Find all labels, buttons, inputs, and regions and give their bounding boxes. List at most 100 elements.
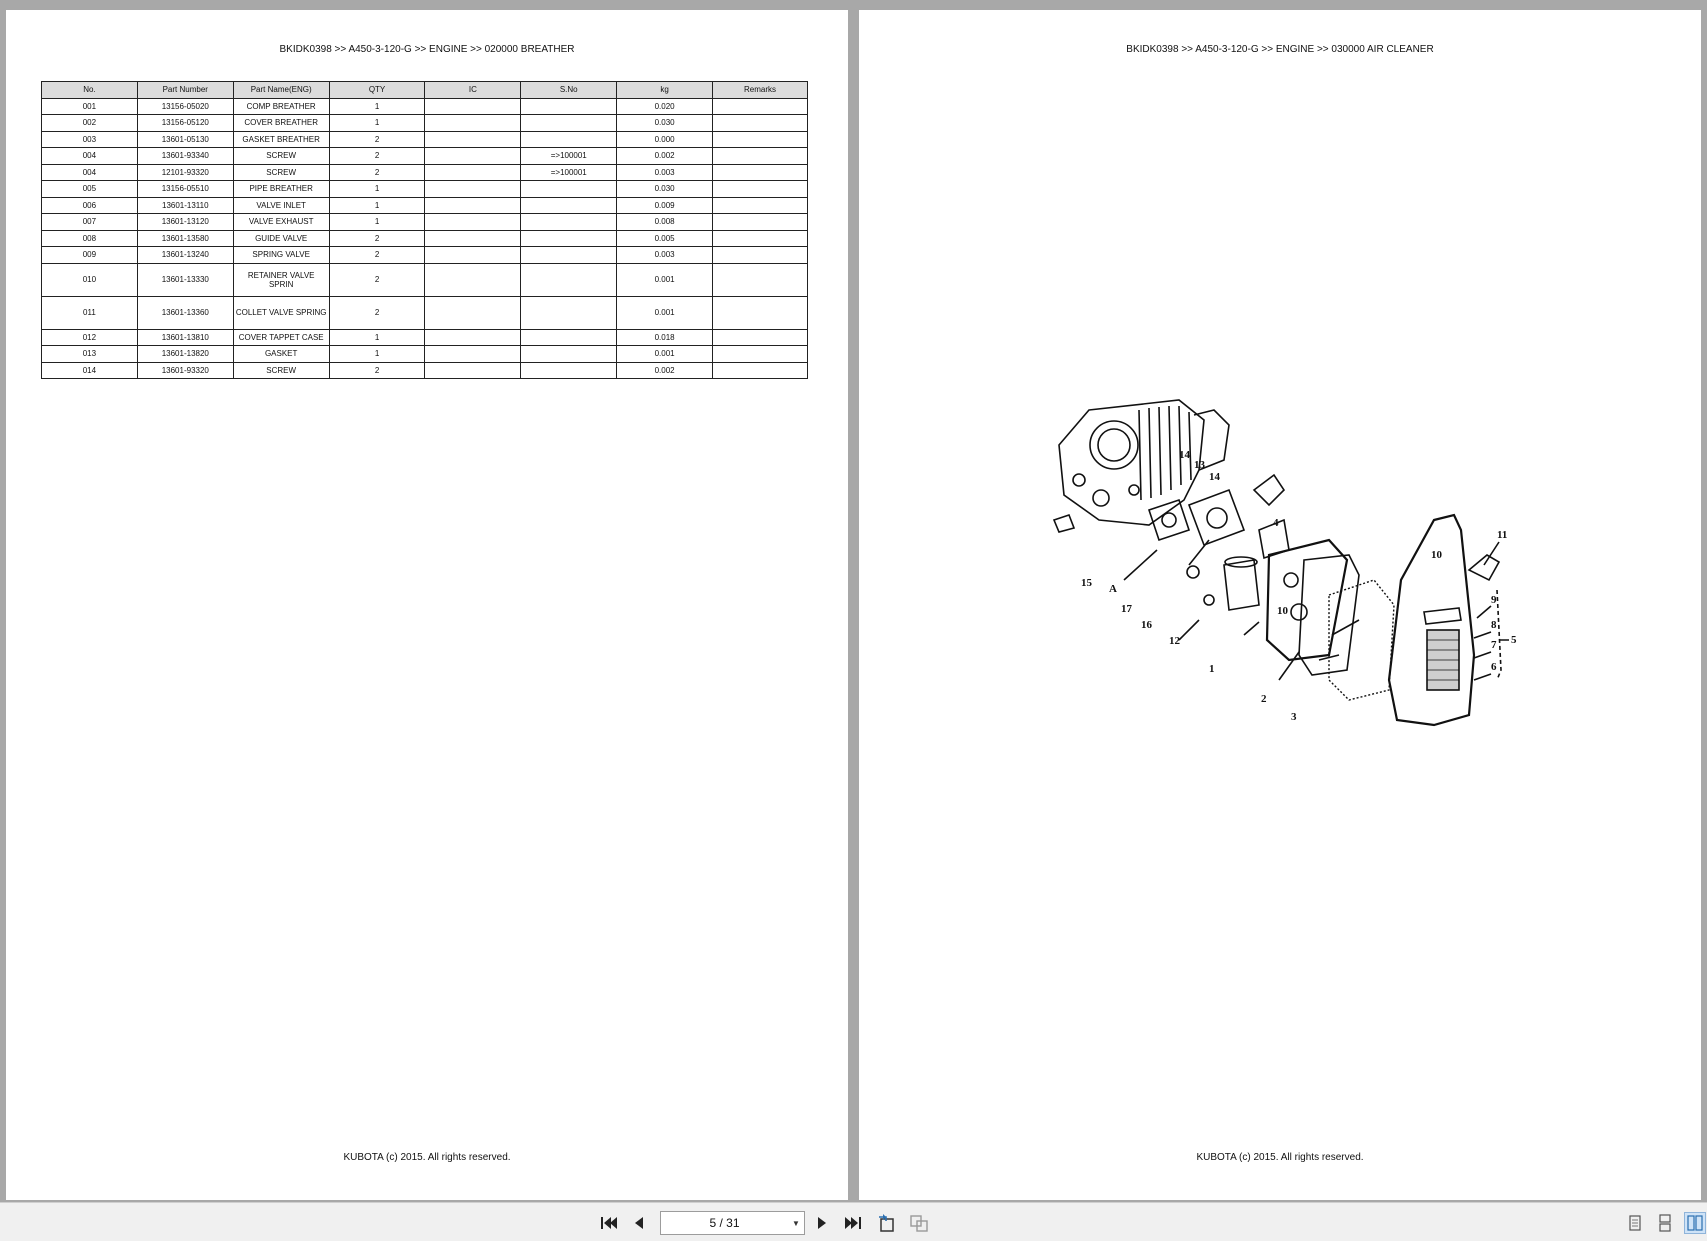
callout-label: 10	[1431, 549, 1443, 561]
ic-cell	[424, 163, 522, 181]
remarks-cell	[712, 180, 808, 198]
column-header: kg	[616, 81, 714, 99]
weight-cell: 0.030	[616, 114, 714, 132]
callout-label: 9	[1491, 594, 1497, 606]
part-name-cell: RETAINER VALVE SPRIN	[232, 262, 330, 297]
weight-cell: 0.001	[616, 295, 714, 330]
column-header: Part Number	[136, 81, 234, 99]
part-no-cell: 002	[41, 114, 138, 132]
remarks-cell	[712, 246, 808, 264]
remarks-cell	[712, 196, 808, 214]
part-number-cell: 13601-13120	[136, 213, 234, 231]
part-name-cell: SPRING VALVE	[232, 246, 330, 264]
first-page-button[interactable]	[598, 1212, 620, 1234]
part-name-cell: GASKET BREATHER	[232, 130, 330, 148]
part-name-cell: COVER BREATHER	[232, 114, 330, 132]
share-button[interactable]	[908, 1212, 930, 1234]
part-no-cell: 008	[41, 229, 138, 247]
remarks-cell	[712, 345, 808, 363]
serial-no-cell: =>100001	[520, 147, 618, 165]
next-page-icon	[818, 1217, 826, 1229]
weight-cell: 0.000	[616, 130, 714, 148]
serial-no-cell	[520, 130, 618, 148]
last-page-button[interactable]	[842, 1212, 864, 1234]
two-page-view-button[interactable]	[1684, 1212, 1706, 1234]
weight-cell: 0.009	[616, 196, 714, 214]
serial-no-cell	[520, 246, 618, 264]
part-number-cell: 13601-13240	[136, 246, 234, 264]
right-page: BKIDK0398 >> A450-3-120-G >> ENGINE >> 0…	[859, 10, 1701, 1200]
callout-label: 17	[1121, 603, 1133, 615]
part-name-cell: COVER TAPPET CASE	[232, 328, 330, 346]
callout-label: 13	[1194, 459, 1206, 471]
single-page-view-button[interactable]	[1624, 1212, 1646, 1234]
part-number-cell: 13156-05510	[136, 180, 234, 198]
two-page-view-icon	[1687, 1215, 1703, 1231]
serial-no-cell	[520, 180, 618, 198]
next-page-button[interactable]	[811, 1212, 833, 1234]
part-number-cell: 13156-05020	[136, 97, 234, 115]
serial-no-cell	[520, 213, 618, 231]
ic-cell	[424, 130, 522, 148]
continuous-view-icon	[1659, 1214, 1671, 1232]
left-page: BKIDK0398 >> A450-3-120-G >> ENGINE >> 0…	[6, 10, 848, 1200]
qty-cell: 2	[328, 295, 426, 330]
part-name-cell: VALVE INLET	[232, 196, 330, 214]
qty-cell: 2	[328, 262, 426, 297]
qty-cell: 1	[328, 97, 426, 115]
callout-label: 14	[1209, 471, 1221, 483]
part-number-cell: 12101-93320	[136, 163, 234, 181]
part-name-cell: SCREW	[232, 163, 330, 181]
part-no-cell: 006	[41, 196, 138, 214]
remarks-cell	[712, 163, 808, 181]
continuous-view-button[interactable]	[1654, 1212, 1676, 1234]
weight-cell: 0.002	[616, 147, 714, 165]
parts-table: No. Part Number Part Name(ENG) QTY IC S.…	[41, 81, 808, 379]
callout-label: 11	[1497, 529, 1507, 541]
part-no-cell: 014	[41, 361, 138, 379]
first-page-icon	[601, 1217, 617, 1229]
weight-cell: 0.003	[616, 163, 714, 181]
page-number-select[interactable]: 5 / 31 ▼	[660, 1211, 805, 1235]
part-no-cell: 012	[41, 328, 138, 346]
ic-cell	[424, 295, 522, 330]
ic-cell	[424, 361, 522, 379]
part-no-cell: 004	[41, 147, 138, 165]
page-footer: KUBOTA (c) 2015. All rights reserved.	[1196, 1152, 1364, 1163]
qty-cell: 2	[328, 163, 426, 181]
part-no-cell: 010	[41, 262, 138, 297]
callout-label: 6	[1491, 661, 1497, 673]
remarks-cell	[712, 97, 808, 115]
remarks-cell	[712, 295, 808, 330]
page-header: BKIDK0398 >> A450-3-120-G >> ENGINE >> 0…	[279, 44, 575, 55]
page-header: BKIDK0398 >> A450-3-120-G >> ENGINE >> 0…	[1126, 44, 1434, 55]
page-footer: KUBOTA (c) 2015. All rights reserved.	[343, 1152, 511, 1163]
weight-cell: 0.005	[616, 229, 714, 247]
qty-cell: 2	[328, 229, 426, 247]
part-number-cell: 13601-05130	[136, 130, 234, 148]
part-no-cell: 003	[41, 130, 138, 148]
ic-cell	[424, 114, 522, 132]
ic-cell	[424, 97, 522, 115]
viewer-toolbar: 5 / 31 ▼	[0, 1202, 1707, 1241]
rotate-button[interactable]	[875, 1212, 897, 1234]
remarks-cell	[712, 262, 808, 297]
part-number-cell: 13156-05120	[136, 114, 234, 132]
part-no-cell: 005	[41, 180, 138, 198]
ic-cell	[424, 328, 522, 346]
callout-label: 5	[1511, 634, 1517, 646]
callout-label: 7	[1491, 639, 1497, 651]
serial-no-cell	[520, 229, 618, 247]
qty-cell: 2	[328, 361, 426, 379]
previous-page-button[interactable]	[628, 1212, 650, 1234]
ic-cell	[424, 262, 522, 297]
remarks-cell	[712, 130, 808, 148]
ic-cell	[424, 213, 522, 231]
part-number-cell: 13601-13810	[136, 328, 234, 346]
remarks-cell	[712, 213, 808, 231]
